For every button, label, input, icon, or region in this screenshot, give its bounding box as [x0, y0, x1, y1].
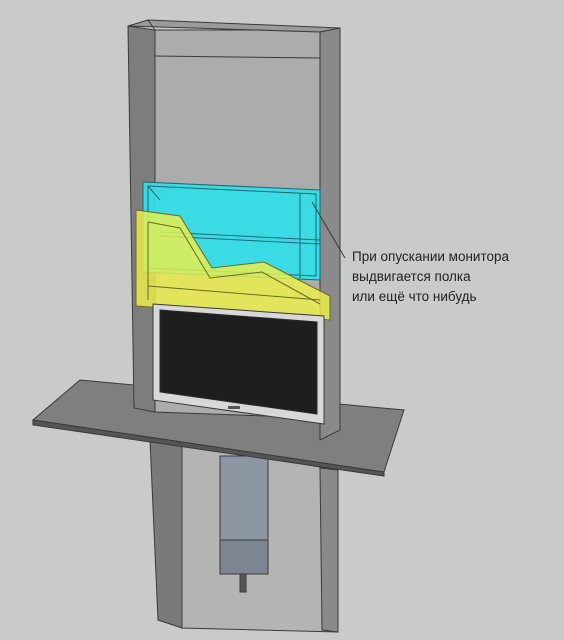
monitor-logo	[228, 406, 240, 409]
monitor-screen	[159, 309, 318, 415]
shelf-callout: При опускании монитора выдвигается полка…	[352, 247, 509, 307]
lift-mechanism	[219, 455, 269, 593]
callout-line-3: или ещё что нибудь	[352, 289, 477, 304]
callout-leader-line	[311, 201, 346, 259]
callout-line-2: выдвигается полка	[352, 269, 471, 284]
desk-edge	[32, 419, 385, 477]
lower-stand	[149, 439, 339, 633]
callout-line-1: При опускании монитора	[352, 249, 510, 264]
monitor	[152, 303, 325, 425]
